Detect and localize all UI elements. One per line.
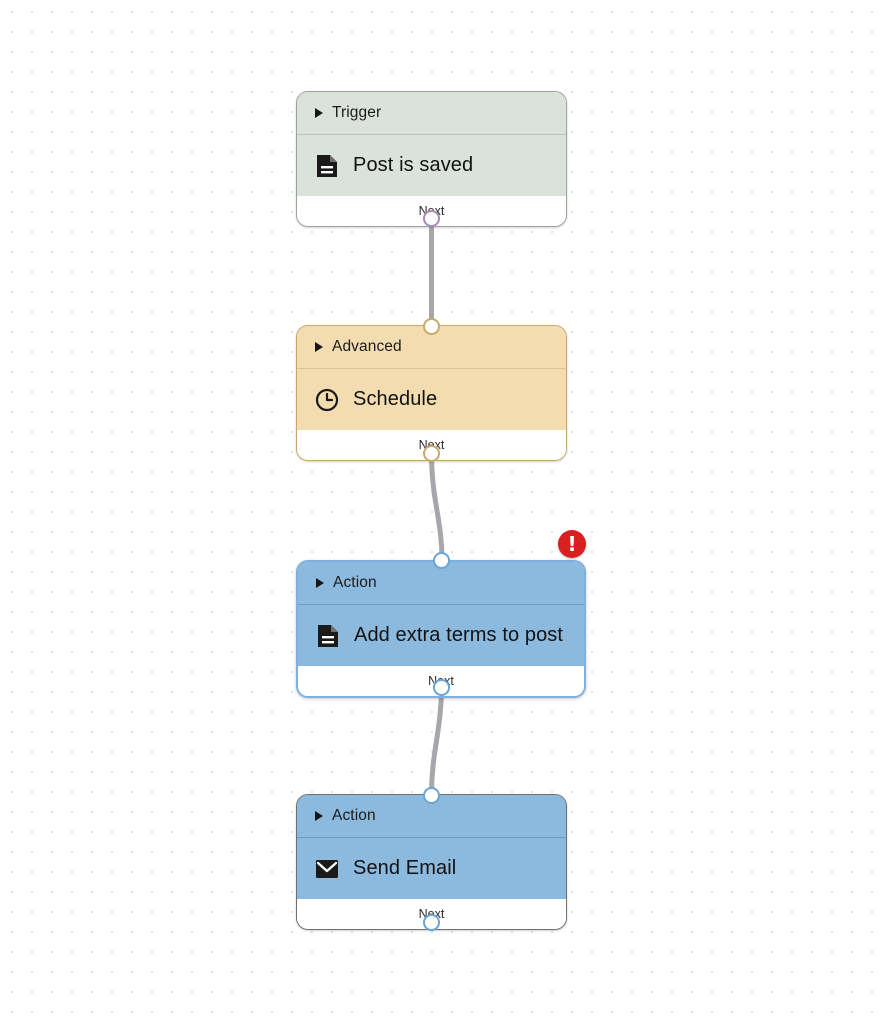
node-category-label: Trigger: [332, 104, 382, 121]
input-port-action-send-email[interactable]: [423, 786, 440, 804]
node-body-action[interactable]: Add extra terms to post: [298, 604, 584, 666]
input-port-advanced[interactable]: [423, 317, 440, 335]
node-body-advanced[interactable]: Schedule: [297, 368, 566, 430]
workflow-node-advanced[interactable]: Advanced Schedule Next: [296, 325, 567, 461]
input-port-action-add-extra-terms[interactable]: [433, 551, 450, 569]
node-body-trigger[interactable]: Post is saved: [297, 134, 566, 196]
disclosure-triangle-icon[interactable]: [315, 342, 323, 352]
document-icon: [315, 154, 339, 178]
output-port-advanced[interactable]: [423, 444, 440, 462]
clock-icon: [315, 388, 339, 412]
node-category-label: Action: [333, 574, 377, 591]
node-category-label: Advanced: [332, 338, 402, 355]
node-header-action[interactable]: Action: [298, 562, 584, 604]
node-category-label: Action: [332, 807, 376, 824]
node-title: Send Email: [353, 857, 457, 879]
node-body-action[interactable]: Send Email: [297, 837, 566, 899]
disclosure-triangle-icon[interactable]: [315, 108, 323, 118]
connector-action-to-send-email: [429, 683, 444, 797]
error-badge[interactable]: !: [558, 530, 586, 558]
workflow-node-action-send-email[interactable]: Action Send Email Next: [296, 794, 567, 930]
workflow-node-trigger[interactable]: Trigger Post is saved Next: [296, 91, 567, 227]
node-title: Add extra terms to post: [354, 624, 564, 646]
output-port-action-add-extra-terms[interactable]: [433, 678, 450, 696]
disclosure-triangle-icon[interactable]: [316, 578, 324, 588]
document-icon: [316, 624, 340, 648]
node-title: Schedule: [353, 388, 438, 410]
output-port-action-send-email[interactable]: [423, 913, 440, 931]
node-title: Post is saved: [353, 154, 474, 176]
envelope-icon: [315, 857, 339, 881]
disclosure-triangle-icon[interactable]: [315, 811, 323, 821]
connector-advanced-to-action: [429, 450, 445, 563]
node-header-trigger[interactable]: Trigger: [297, 92, 566, 134]
error-badge-symbol: !: [567, 531, 577, 556]
output-port-trigger[interactable]: [423, 209, 440, 227]
workflow-node-action-add-extra-terms[interactable]: Action Add extra terms to post Next: [296, 560, 586, 698]
